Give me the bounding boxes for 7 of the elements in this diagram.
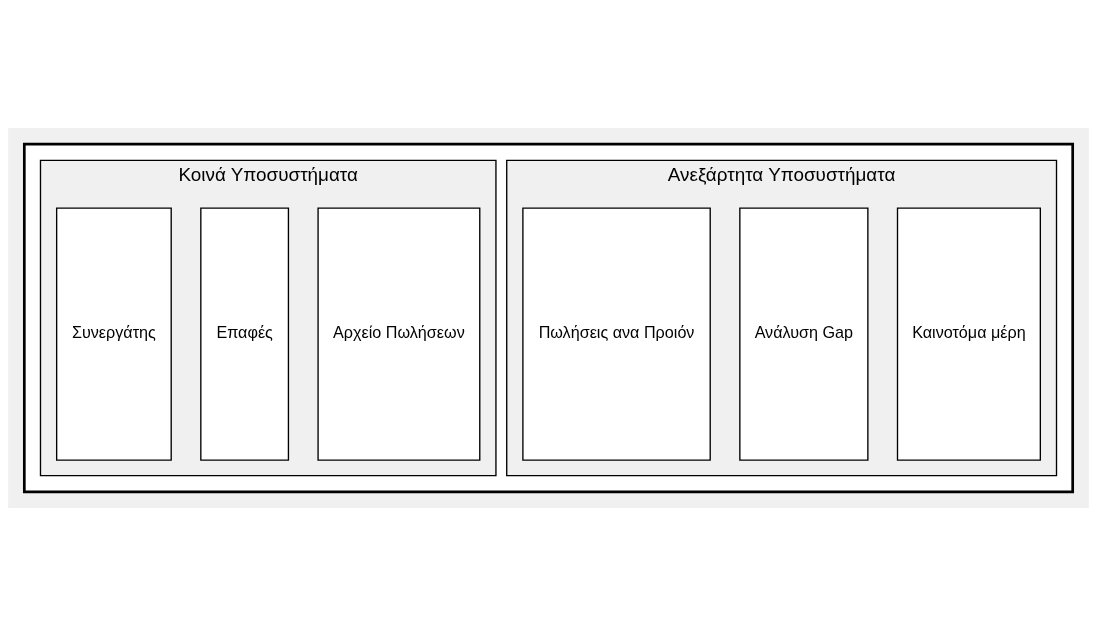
node-box: Πωλήσεις ανα Προιόν — [522, 207, 711, 461]
node-box: Αρχείο Πωλήσεων — [317, 207, 481, 461]
node-box: Καινοτόμα μέρη — [896, 207, 1041, 461]
node-box: Ανάλυση Gap — [739, 207, 869, 461]
node-box: Επαφές — [200, 207, 290, 461]
cluster — [22, 142, 1075, 493]
node-box: Συνεργάτης — [56, 207, 172, 461]
